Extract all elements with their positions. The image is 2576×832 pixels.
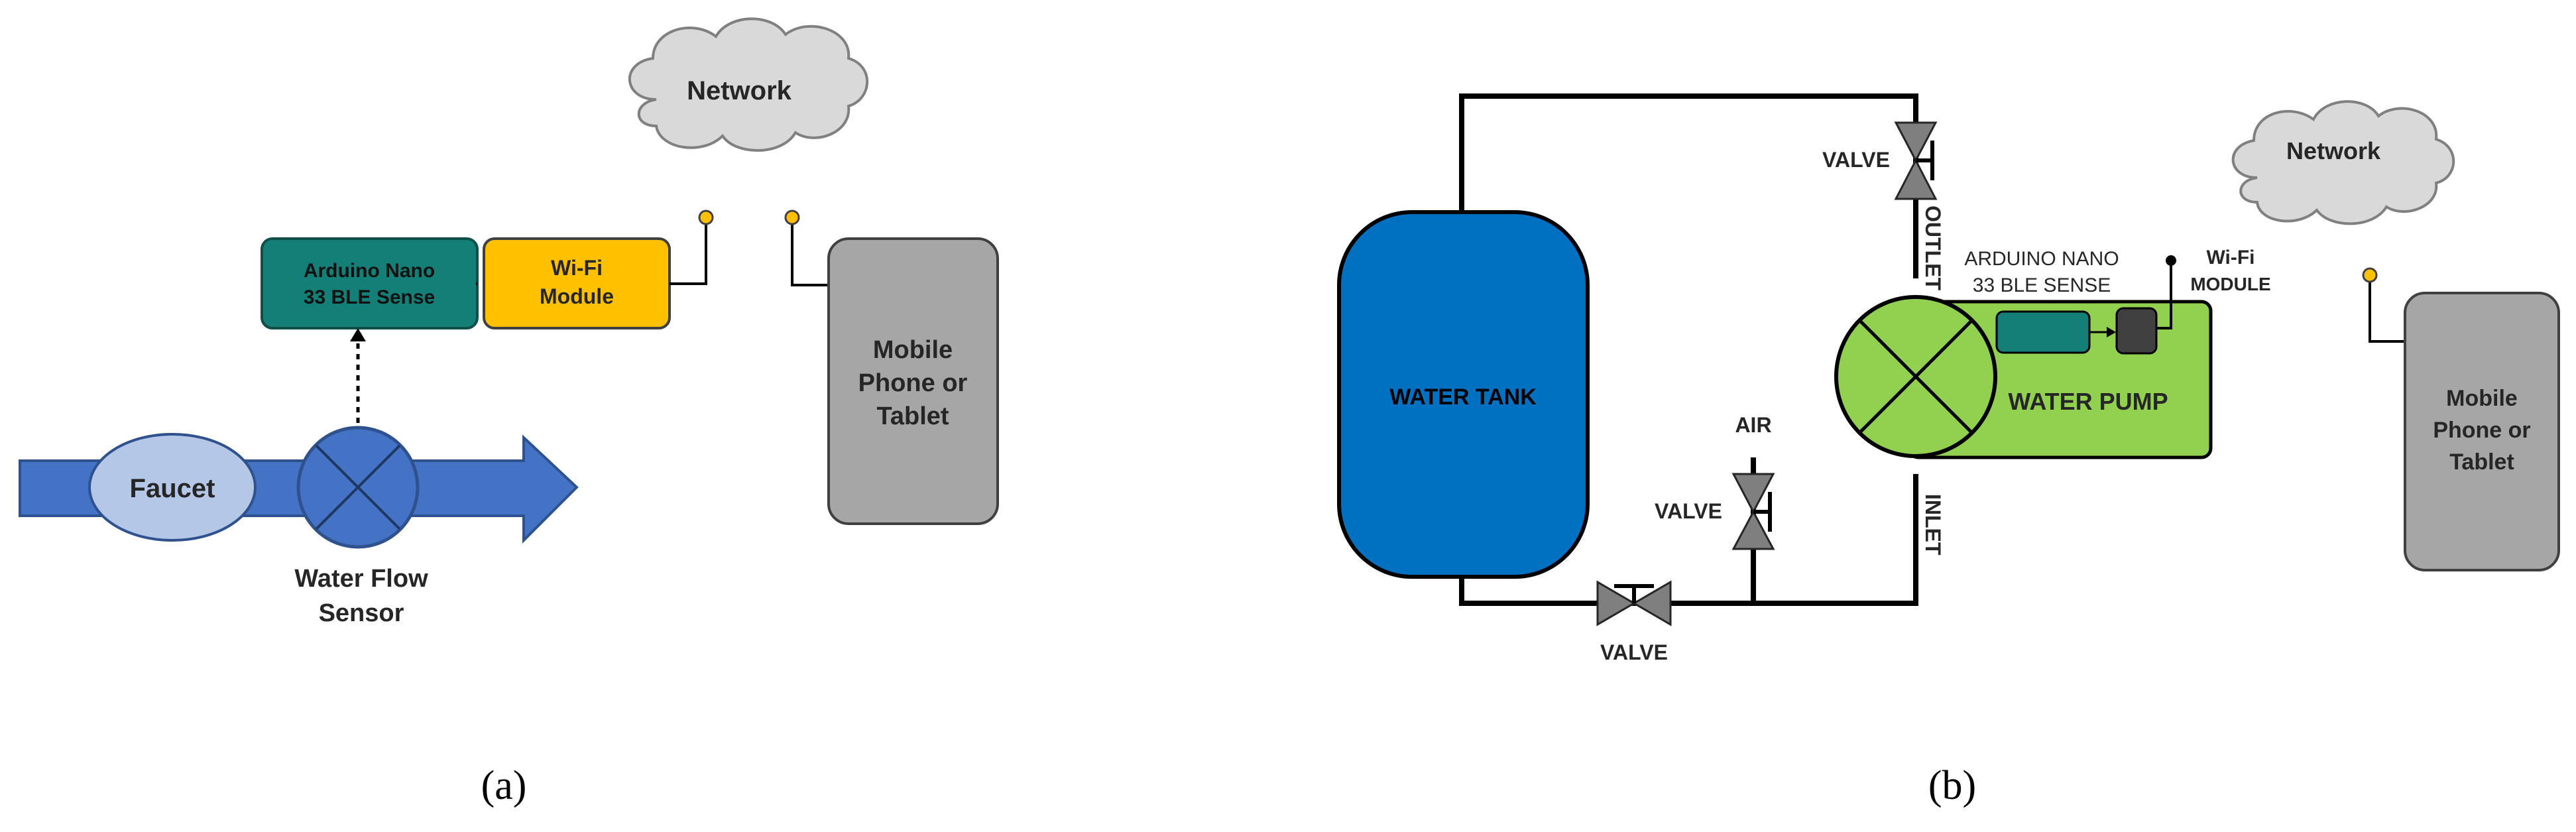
sensor-label-line2: Sensor [319,599,404,627]
phone-label-line1: Mobile [873,336,953,364]
arduino-board-b [1995,310,2091,354]
pipe-loop-bottom [1459,474,1918,606]
valve-bottom-label: VALVE [1600,640,1668,664]
arrowhead-b [2107,327,2116,337]
arduino-label-b-line2: 33 BLE SENSE [1973,274,2111,296]
arduino-label-b-line1: ARDUINO NANO [1964,248,2119,270]
arrowhead-dotted [350,328,366,341]
arduino-label-line1: Arduino Nano [304,260,435,282]
tank-label: WATER TANK [1389,385,1537,410]
water-tank: WATER TANK [1337,210,1590,579]
mobile-device-b: Mobile Phone or Tablet [2404,292,2560,571]
phone-b-line2: Phone or [2433,418,2530,443]
sensor-label-line1: Water Flow [294,565,428,593]
valve-air [1731,473,1775,550]
network-label-b: Network [2286,137,2381,164]
caption-a: (a) [481,763,527,808]
cloud-shape [628,17,869,152]
wifi-label-b-line2: MODULE [2190,274,2270,294]
faucet: Faucet [88,433,257,542]
phone-label-line2: Phone or [858,369,968,397]
phone-antenna-a [791,219,829,286]
phone-b-line3: Tablet [2449,449,2514,475]
network-cloud-a: Network [628,17,869,152]
mobile-device-a: Mobile Phone or Tablet [827,237,999,525]
cloud-shape-b [2231,100,2455,225]
phone-antenna-b [2369,277,2405,343]
arduino-label-line2: 33 BLE Sense [304,286,435,308]
panel-a: Network Arduino Nano 33 BLE Sense Wi-Fi … [19,17,999,808]
wifi-antenna-a [670,219,707,285]
outlet-label: OUTLET [1921,206,1945,290]
wifi-module-b [2115,307,2158,355]
arduino-box-a: Arduino Nano 33 BLE Sense [261,237,479,329]
pump-label: WATER PUMP [2008,388,2168,415]
network-cloud-b: Network [2231,100,2455,225]
antenna-dot-wifi-a [698,209,714,225]
wifi-module-a: Wi-Fi Module [483,237,671,329]
phone-label-line3: Tablet [876,402,949,430]
caption-b: (b) [1928,763,1976,808]
wifi-label-line2: Module [540,284,614,308]
air-label: AIR [1735,413,1771,437]
wifi-antenna-b [2156,262,2172,329]
wifi-label-b-line1: Wi-Fi [2206,247,2254,268]
wifi-label-line1: Wi-Fi [551,256,603,280]
antenna-dot-phone-a [784,209,800,225]
antenna-dot-phone-b [2362,267,2378,283]
panel-b: WATER TANK VALVE OUTLET INLET AIR VALVE [1337,93,2560,808]
network-label-a: Network [687,76,792,105]
valve-top [1894,121,1938,200]
pump-impeller [1834,295,1997,458]
antenna-dot-wifi-b [2166,255,2176,266]
valve-bottom [1596,580,1672,626]
faucet-label: Faucet [130,474,215,503]
valve-mid-label: VALVE [1655,499,1722,523]
phone-b-line1: Mobile [2446,386,2518,411]
valve-top-label: VALVE [1822,148,1890,172]
water-flow-sensor [296,426,420,549]
inlet-label: INLET [1921,494,1945,556]
